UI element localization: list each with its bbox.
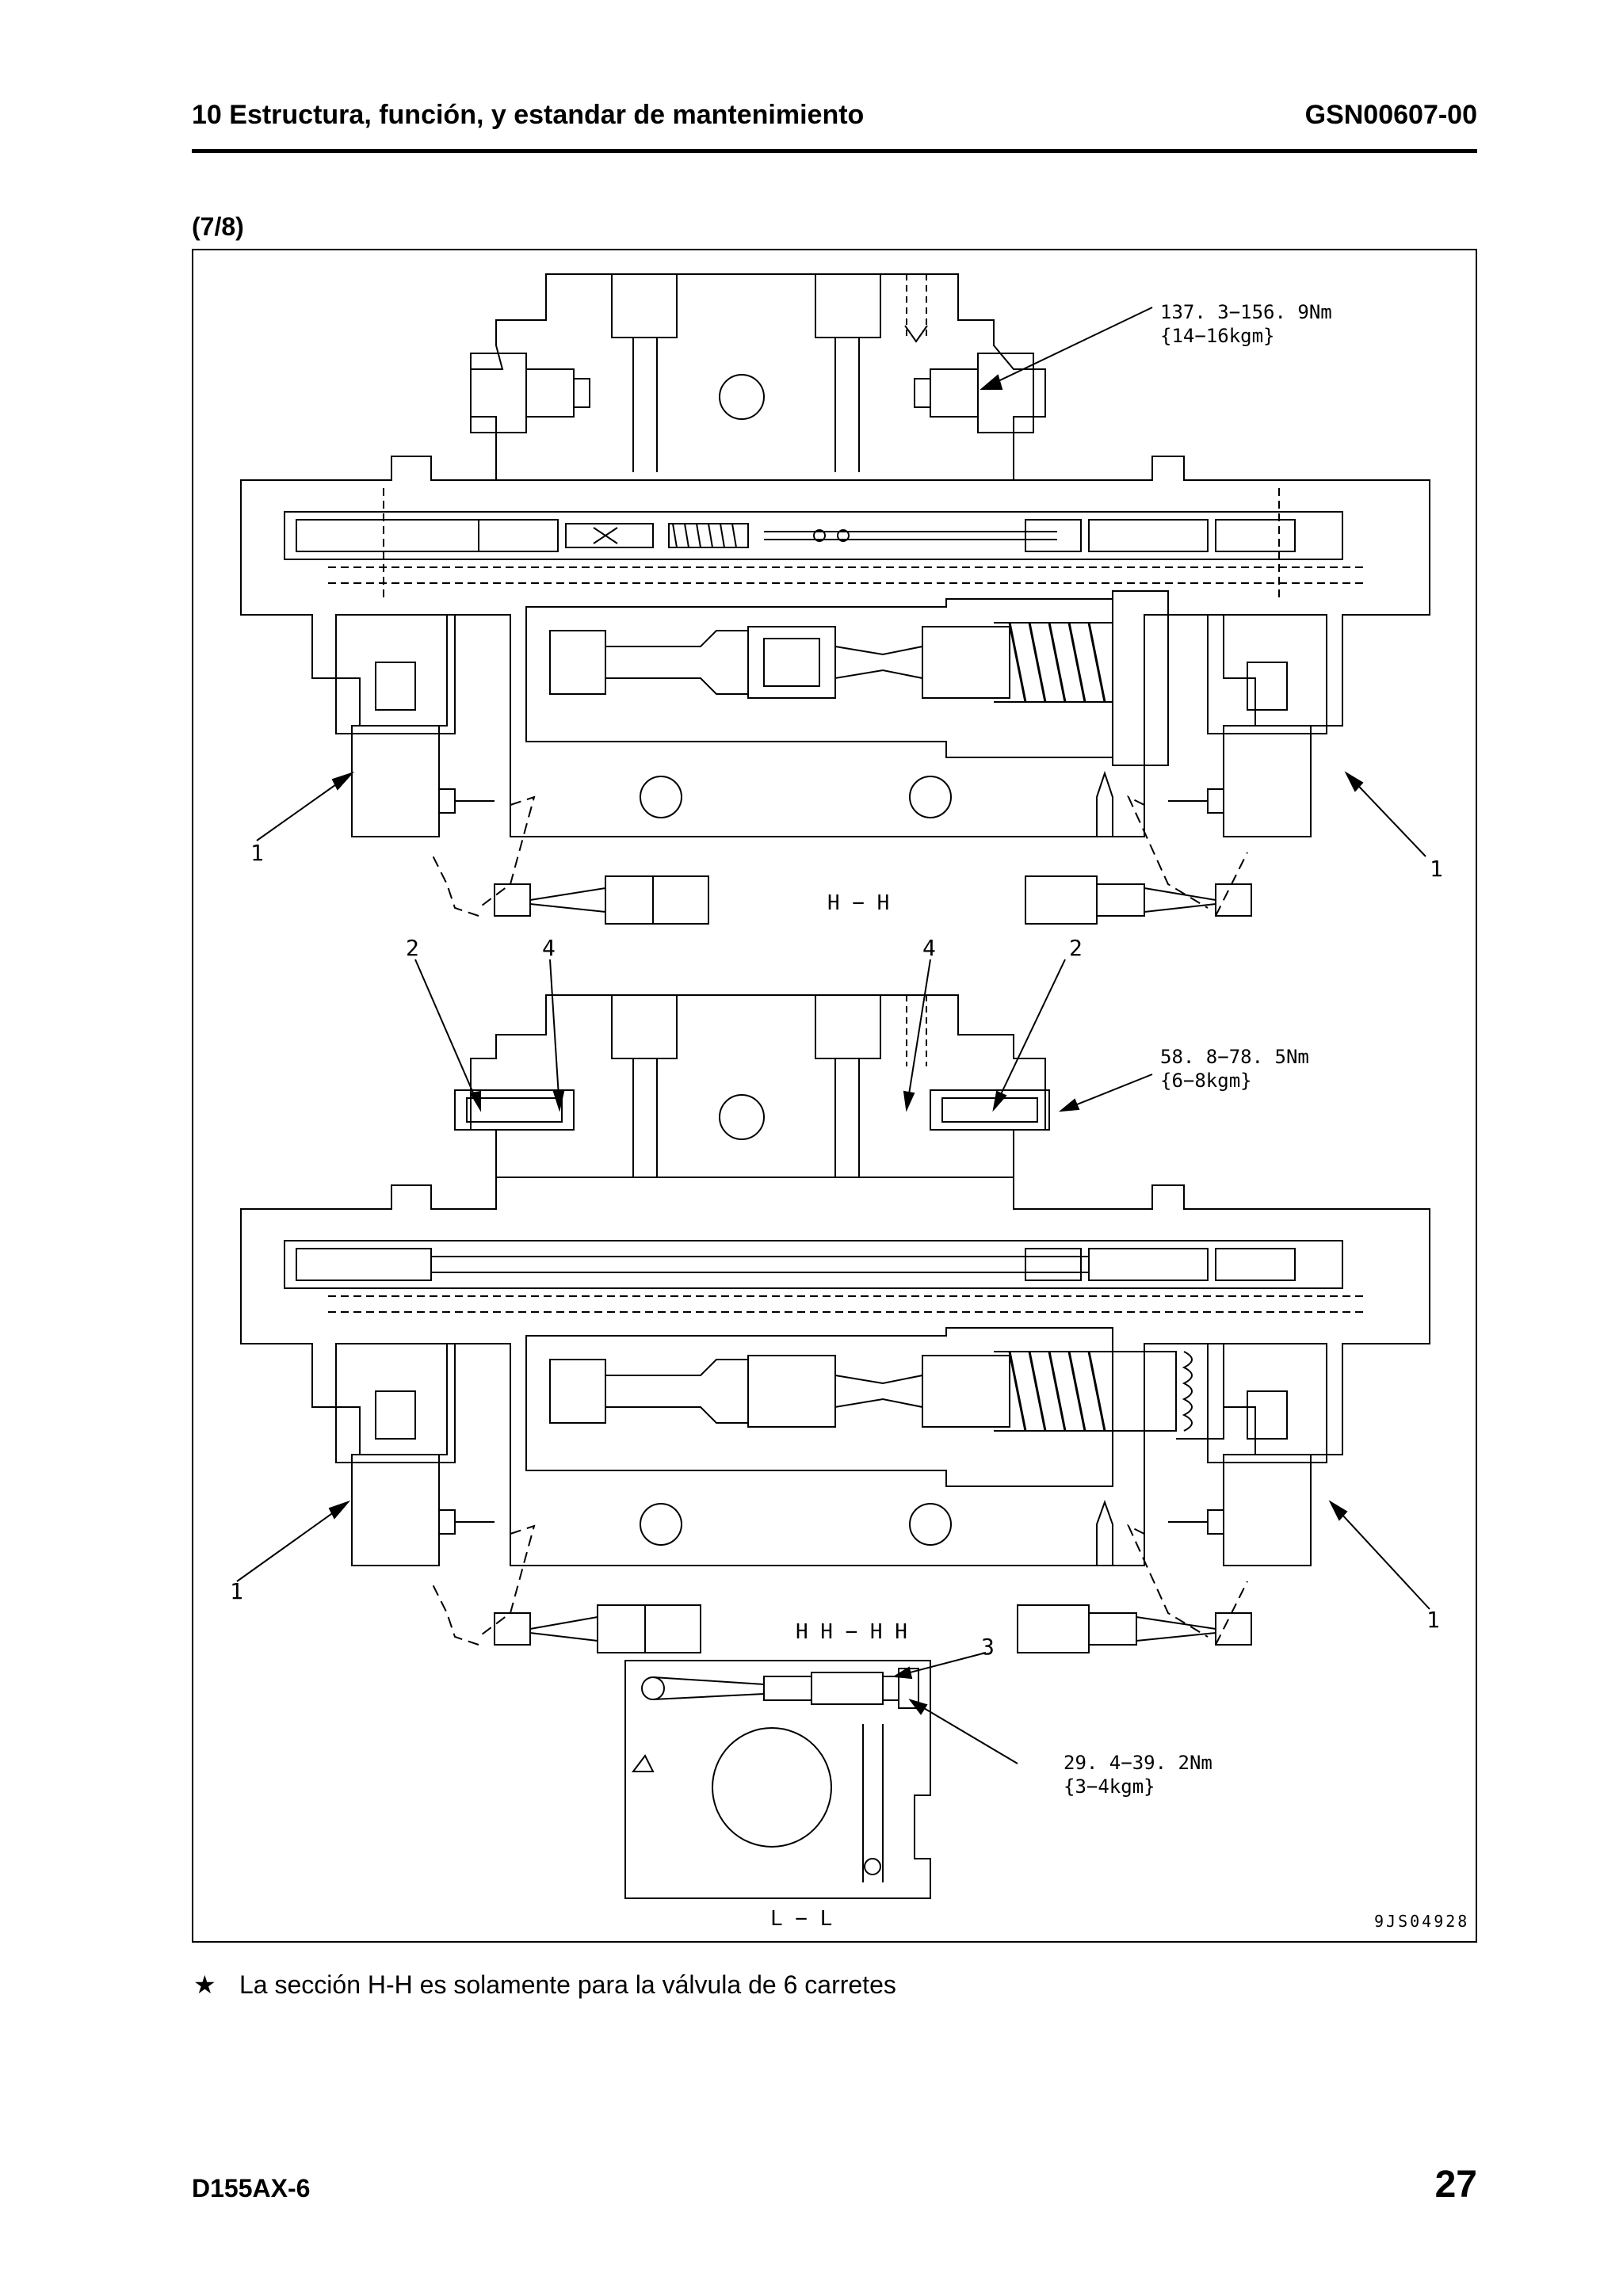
document-code: GSN00607-00 bbox=[1304, 100, 1477, 130]
section-hhhh-label: H H − H H bbox=[796, 1620, 907, 1644]
section-ll-drawing bbox=[624, 1652, 1018, 1899]
section-hhhh-drawing bbox=[236, 959, 1430, 1653]
hhhh-callout-2-right: 2 bbox=[1069, 935, 1083, 961]
drawing-id: 9JS04928 bbox=[1374, 1912, 1469, 1931]
ll-torque-kgm: {3−4kgm} bbox=[1064, 1775, 1155, 1798]
note: ★ La sección H-H es solamente para la vál… bbox=[193, 1970, 896, 2000]
hh-torque-nm: 137. 3−156. 9Nm bbox=[1160, 301, 1332, 323]
valve-cross-section-drawing: 137. 3−156. 9Nm {14−16kgm} 1 1 H − H 2 4… bbox=[230, 273, 1469, 1931]
hh-callout-left: 1 bbox=[250, 840, 264, 866]
header-rule bbox=[192, 149, 1477, 153]
section-hh-label: H − H bbox=[827, 891, 889, 915]
section-title: 10 Estructura, función, y estandar de ma… bbox=[192, 100, 865, 130]
ll-callout-3: 3 bbox=[981, 1634, 995, 1660]
drawing-frame: 137. 3−156. 9Nm {14−16kgm} 1 1 H − H 2 4… bbox=[192, 249, 1477, 1943]
hhhh-callout-left: 1 bbox=[230, 1578, 243, 1604]
figure-number: (7/8) bbox=[192, 212, 244, 241]
page-header: 10 Estructura, función, y estandar de ma… bbox=[192, 100, 1477, 147]
hh-torque-kgm: {14−16kgm} bbox=[1160, 325, 1275, 347]
note-text: La sección H-H es solamente para la válv… bbox=[239, 1970, 896, 1999]
hhhh-callout-2-left: 2 bbox=[406, 935, 419, 961]
hh-callout-right: 1 bbox=[1430, 856, 1443, 882]
section-hh-drawing bbox=[240, 273, 1430, 925]
page-number: 27 bbox=[1434, 2164, 1477, 2206]
hhhh-callout-right: 1 bbox=[1426, 1607, 1440, 1633]
hhhh-torque-nm: 58. 8−78. 5Nm bbox=[1160, 1046, 1309, 1068]
star-icon: ★ bbox=[193, 1970, 216, 1999]
section-ll-label: L − L bbox=[770, 1907, 832, 1931]
ll-torque-nm: 29. 4−39. 2Nm bbox=[1064, 1752, 1212, 1774]
model-label: D155AX-6 bbox=[192, 2174, 311, 2203]
hhhh-torque-kgm: {6−8kgm} bbox=[1160, 1070, 1252, 1092]
hhhh-callout-4-left: 4 bbox=[542, 935, 556, 961]
hhhh-callout-4-right: 4 bbox=[922, 935, 936, 961]
